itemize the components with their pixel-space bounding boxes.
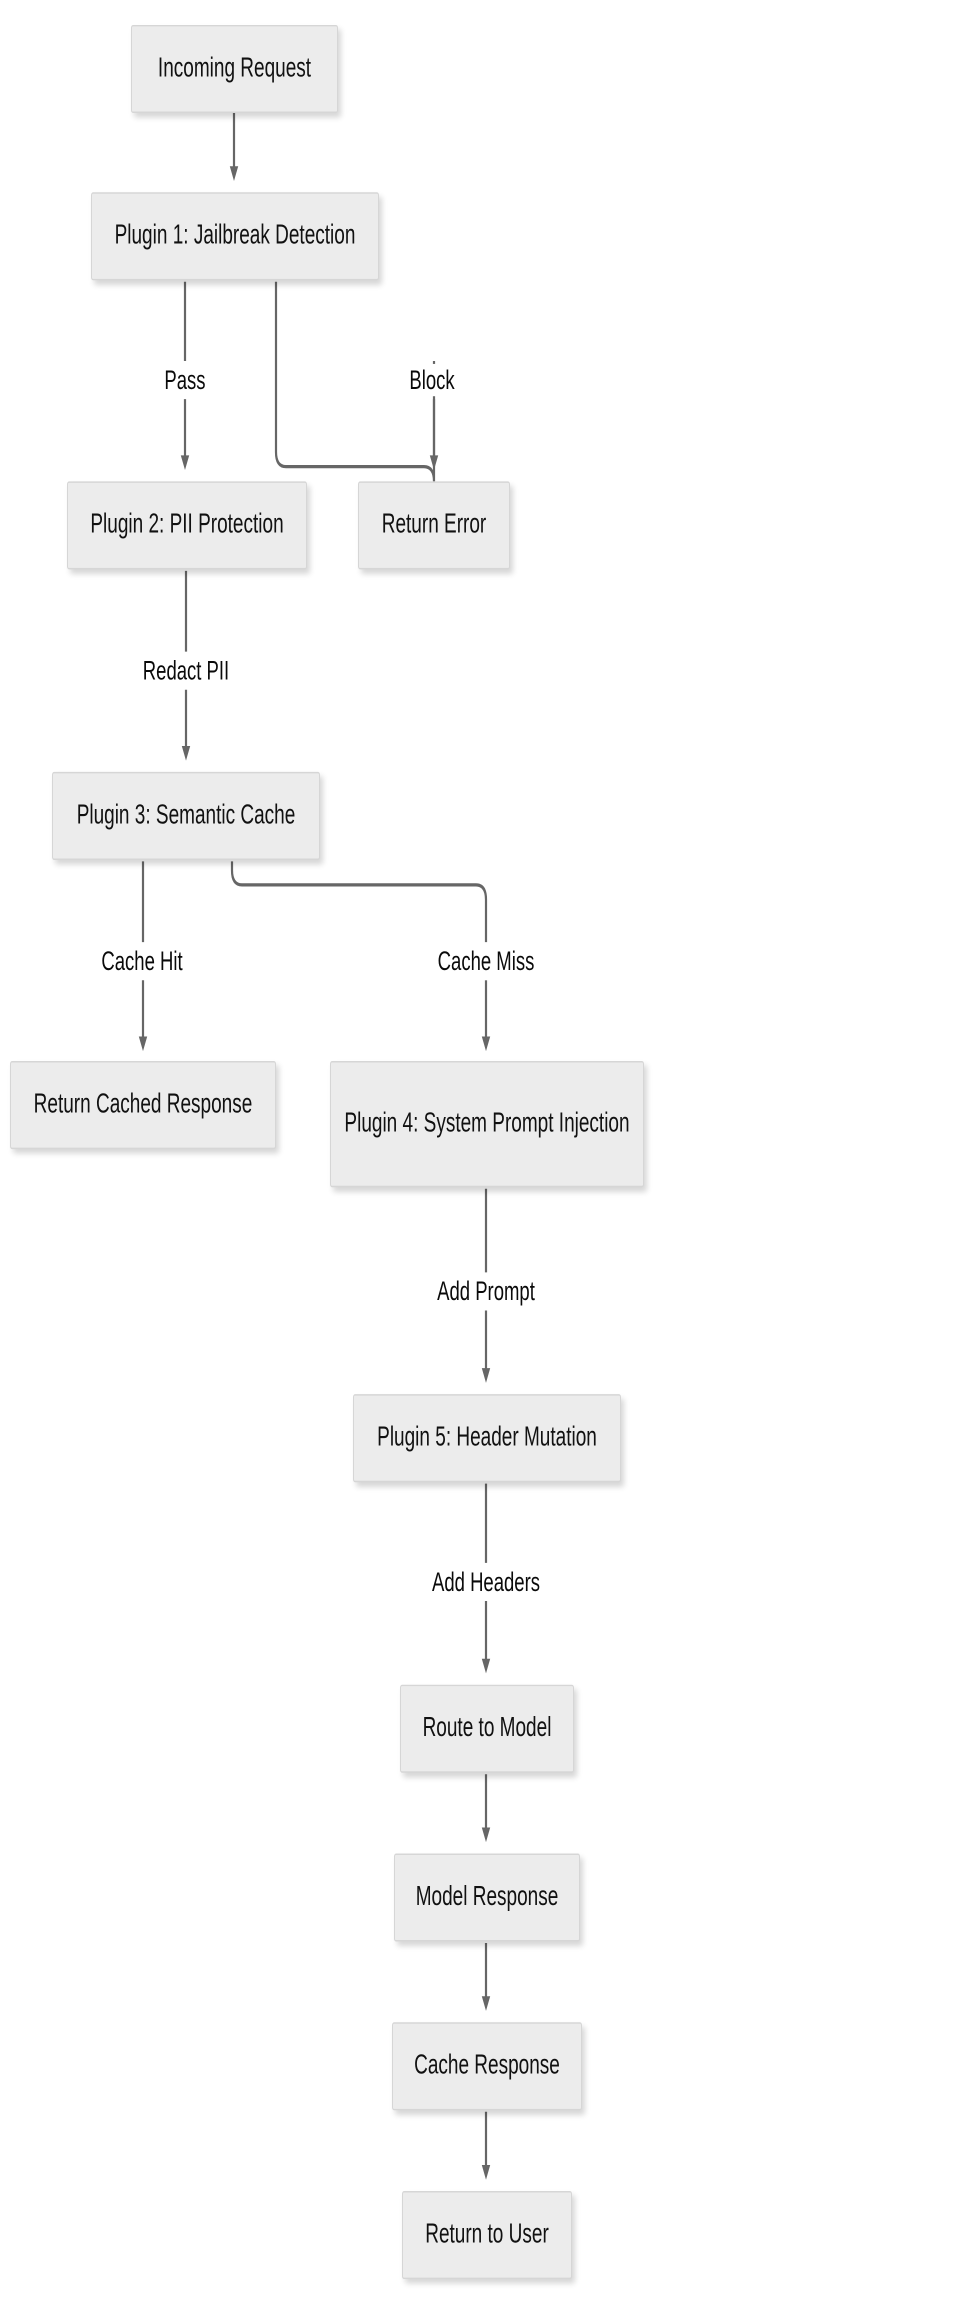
node-route-to-model[interactable]: Route to Model: [400, 1684, 574, 1773]
edge-label-redact-pii: Redact PII: [138, 654, 234, 687]
edge-label-add-prompt: Add Prompt: [433, 1275, 539, 1308]
node-return-cached-response[interactable]: Return Cached Response: [10, 1061, 276, 1150]
node-plugin-5-header-mutation[interactable]: Plugin 5: Header Mutation: [353, 1394, 621, 1483]
edge-label-cache-hit: Cache Hit: [97, 945, 187, 978]
edge-label-block: Block: [405, 363, 459, 397]
edge-label-pass: Pass: [160, 363, 210, 397]
node-plugin-2-pii-protection[interactable]: Plugin 2: PII Protection: [67, 481, 307, 570]
edge-plugin3-to-plugin4: [230, 861, 488, 943]
node-incoming-request[interactable]: Incoming Request: [131, 24, 338, 113]
node-plugin-1-jailbreak-detection[interactable]: Plugin 1: Jailbreak Detection: [91, 192, 379, 281]
node-cache-response[interactable]: Cache Response: [392, 2022, 582, 2111]
node-return-error[interactable]: Return Error: [358, 481, 510, 570]
node-model-response[interactable]: Model Response: [394, 1853, 580, 1942]
node-plugin-3-semantic-cache[interactable]: Plugin 3: Semantic Cache: [52, 771, 320, 860]
edge-label-add-headers: Add Headers: [428, 1565, 544, 1599]
node-return-to-user[interactable]: Return to User: [402, 2191, 572, 2280]
edge-plugin1-to-return-error: [274, 281, 436, 482]
edge-label-cache-miss: Cache Miss: [433, 945, 539, 978]
node-plugin-4-system-prompt-injection[interactable]: Plugin 4: System Prompt Injection: [330, 1061, 644, 1188]
